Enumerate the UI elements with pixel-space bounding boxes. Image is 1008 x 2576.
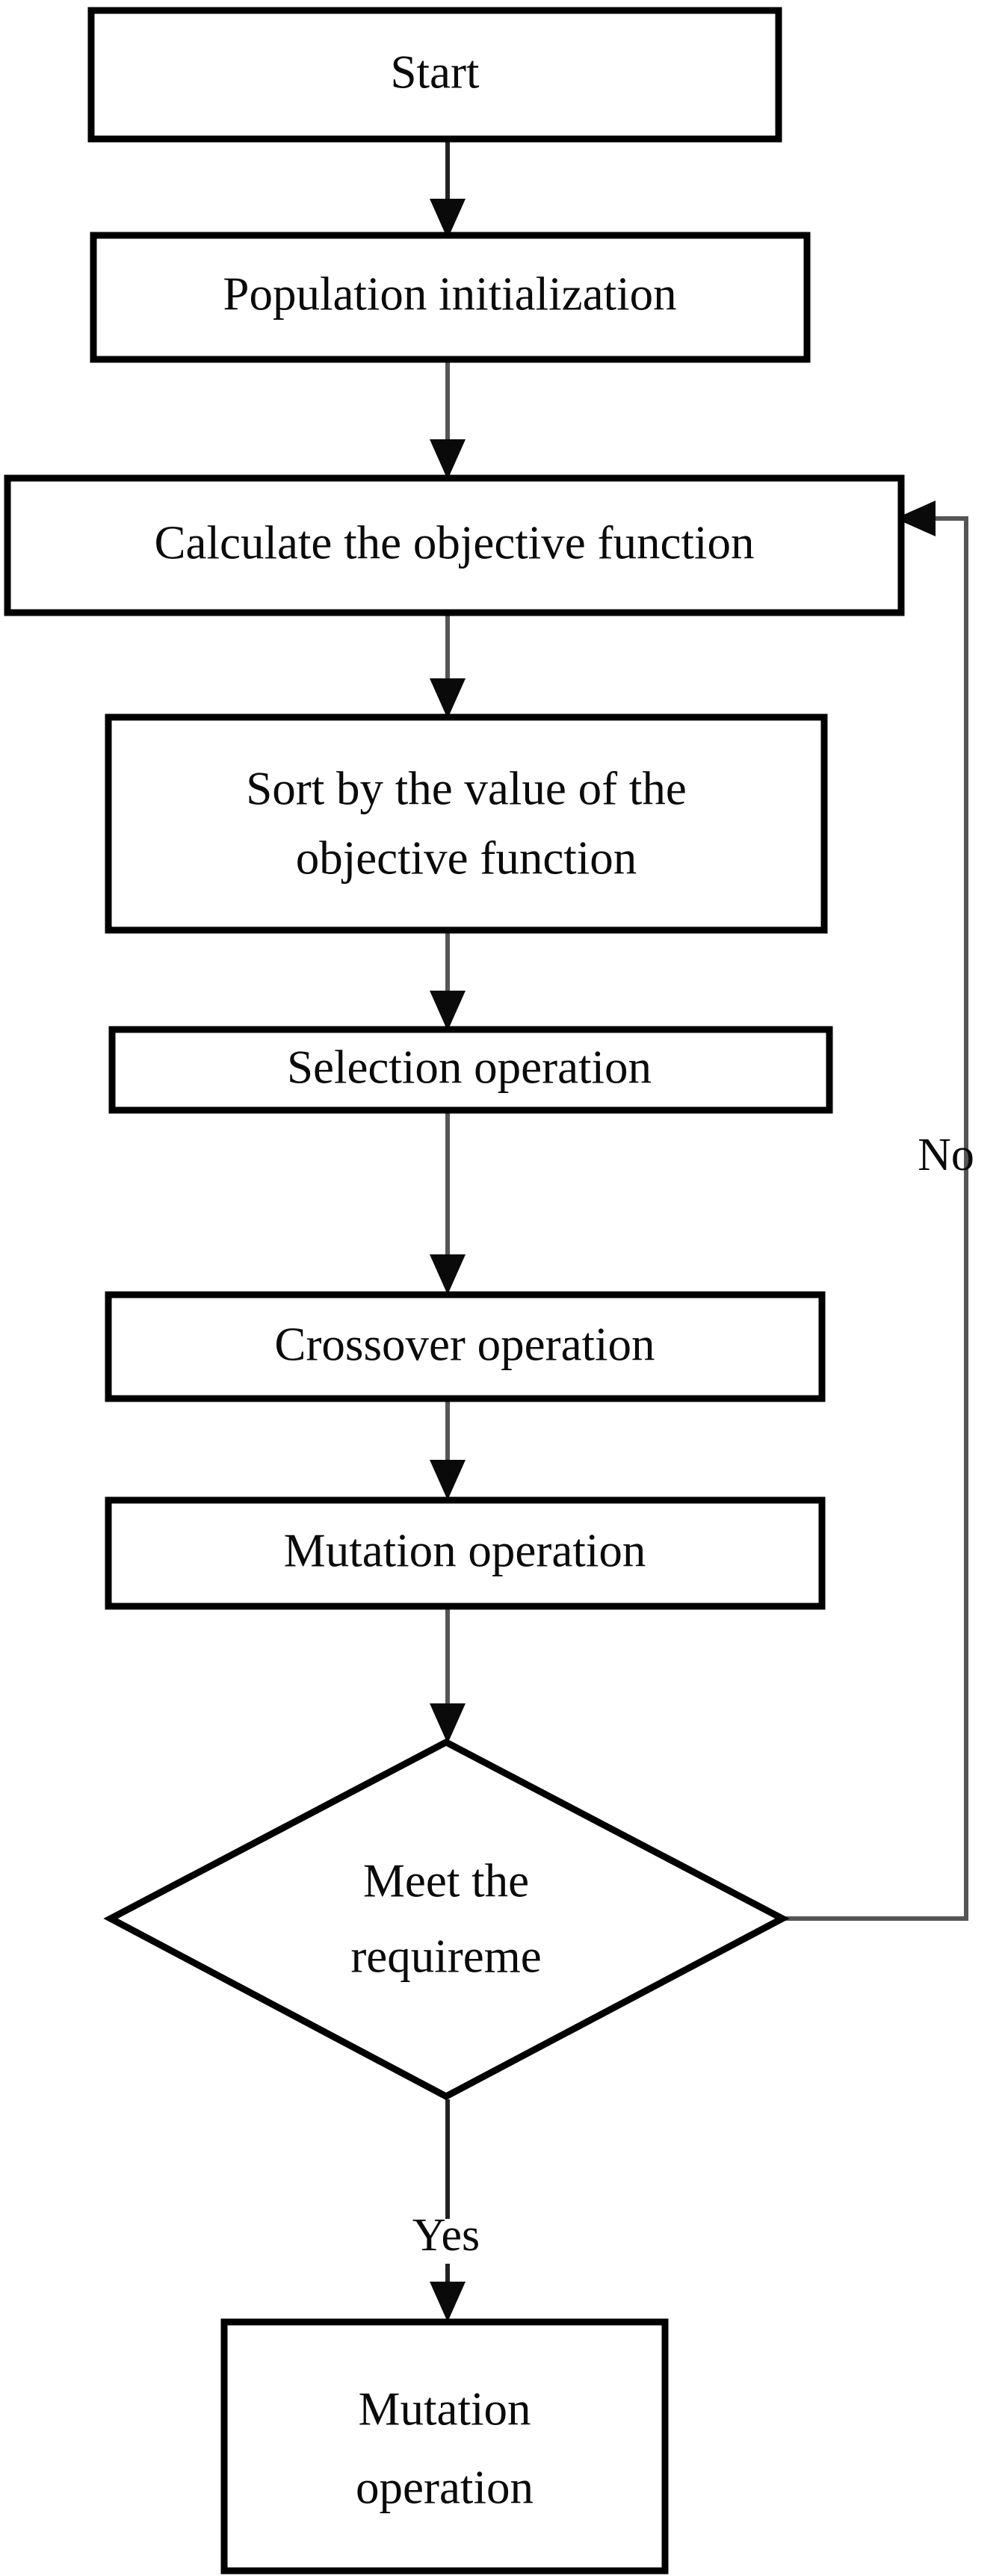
node-sort-by-objective-value-line2: objective function [296, 832, 637, 884]
edge-calculate-to-sort [430, 613, 466, 719]
node-crossover-operation[interactable]: Crossover operation [105, 1291, 826, 1402]
node-sort-by-objective-value[interactable]: Sort by the value of the objective funct… [105, 713, 828, 934]
node-final-mutation-operation[interactable]: Mutation operation [220, 2318, 669, 2575]
edge-label-yes: Yes [412, 2210, 480, 2261]
edge-decision-yes-to-final [430, 2099, 466, 2322]
node-population-initialization[interactable]: Population initialization [90, 232, 811, 363]
node-decision-meet-requirement-line1: Meet the [363, 1854, 529, 1907]
edge-selection-to-crossover [430, 1110, 466, 1295]
node-final-mutation-operation-line2: operation [356, 2461, 534, 2513]
edge-start-to-population [430, 139, 466, 239]
edge-crossover-to-mutation [430, 1399, 466, 1500]
edge-mutation-to-decision [430, 1606, 466, 1744]
node-calculate-objective-function-label: Calculate the objective function [155, 516, 755, 569]
node-start[interactable]: Start [87, 7, 782, 143]
edge-decision-no-feedback [782, 501, 968, 1921]
node-calculate-objective-function[interactable]: Calculate the objective function [4, 474, 905, 616]
node-crossover-operation-label: Crossover operation [274, 1318, 655, 1370]
node-selection-operation-label: Selection operation [287, 1041, 652, 1093]
edge-population-to-calculate [430, 359, 466, 480]
node-population-initialization-label: Population initialization [223, 267, 676, 320]
node-final-mutation-operation-line1: Mutation [359, 2383, 531, 2435]
edge-label-no: No [918, 1130, 974, 1180]
node-decision-meet-requirement[interactable]: Meet the requireme [103, 1738, 790, 2101]
node-start-label: Start [391, 46, 480, 98]
node-mutation-operation-label: Mutation operation [284, 1524, 646, 1576]
node-mutation-operation[interactable]: Mutation operation [105, 1496, 826, 1610]
edge-sort-to-selection [430, 930, 466, 1031]
node-selection-operation[interactable]: Selection operation [108, 1026, 833, 1114]
node-sort-by-objective-value-line1: Sort by the value of the [246, 762, 687, 814]
node-decision-meet-requirement-line2: requireme [350, 1930, 541, 1982]
